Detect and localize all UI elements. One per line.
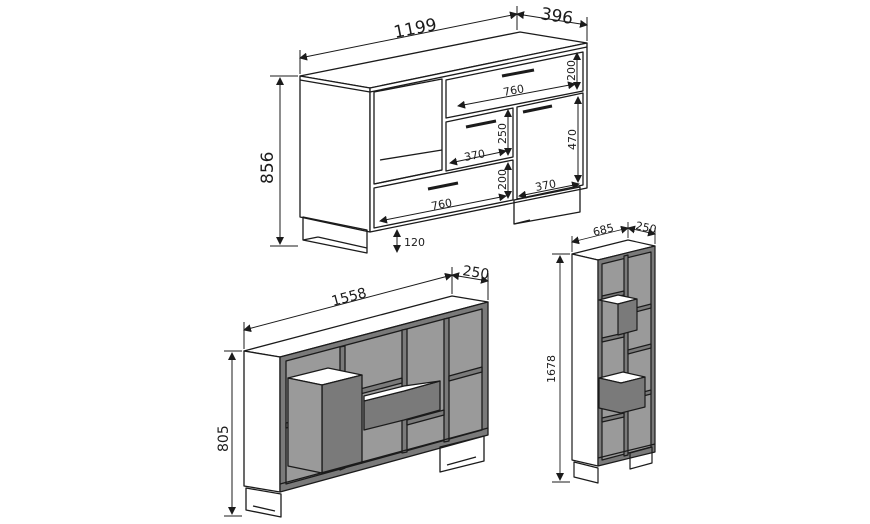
tall-shelf-board-4 [627,343,652,355]
tall-shelf-right-leg [629,446,653,470]
bottom-drawer-width-label: 760 [430,196,453,213]
middle-drawer-width-label: 370 [463,147,486,164]
bottom-drawer-height-label: 200 [496,169,509,190]
tall-shelf-depth-label: 250 [634,219,657,236]
divider-3 [443,317,450,443]
wide-shelf-drawing [243,295,489,518]
sideboard-height-label: 856 [258,152,278,184]
wide-shelf-left-leg [245,487,282,518]
wide-shelf-width-label: 1558 [330,285,369,310]
door-width-label: 370 [534,177,557,194]
tall-divider [623,254,629,457]
tall-shelf-dimensions [552,222,656,483]
top-drawer-width-label: 760 [502,82,525,99]
sideboard-dimensions [270,6,588,253]
inset-box-left-inner [287,377,323,474]
shelf-board-3 [448,366,483,382]
sideboard-side [299,75,371,233]
tall-shelf-board-7 [601,412,625,423]
bottom-drawer-handle [427,181,459,191]
middle-drawer-height-label: 250 [496,123,509,144]
sideboard-drawing [299,31,588,254]
sideboard-width-label: 1199 [392,15,438,43]
leg-height-label: 120 [404,236,425,249]
wide-shelf-right-leg [439,435,485,473]
wide-shelf-dimensions [224,267,489,517]
tall-inset-box-1 [617,298,638,336]
tall-shelf-left-leg [573,461,599,484]
wide-shelf-height-label: 805 [216,425,232,452]
left-leg [302,216,368,254]
door-height-label: 470 [566,129,579,150]
tall-shelf-height-label: 1678 [545,355,558,383]
inset-box-left-front [321,374,363,474]
tall-shelf-dimension-labels: 685 250 1678 [545,219,658,383]
tall-shelf-drawing [571,239,656,484]
wide-shelf-depth-label: 250 [461,263,490,283]
shelf-board-4 [406,409,445,426]
wide-shelf-dimension-labels: 1558 250 805 [216,263,490,452]
sideboard-depth-label: 396 [539,4,574,29]
open-compartment [373,78,443,185]
tall-inset-box-2 [598,376,646,414]
tall-shelf-width-label: 685 [592,221,616,239]
inset-box-right-top [363,380,441,402]
wide-shelf-side [243,350,281,493]
top-drawer-height-label: 200 [565,60,578,81]
tall-shelf-side [571,253,599,467]
top-drawer-handle [501,68,535,78]
middle-drawer-handle [465,119,497,129]
